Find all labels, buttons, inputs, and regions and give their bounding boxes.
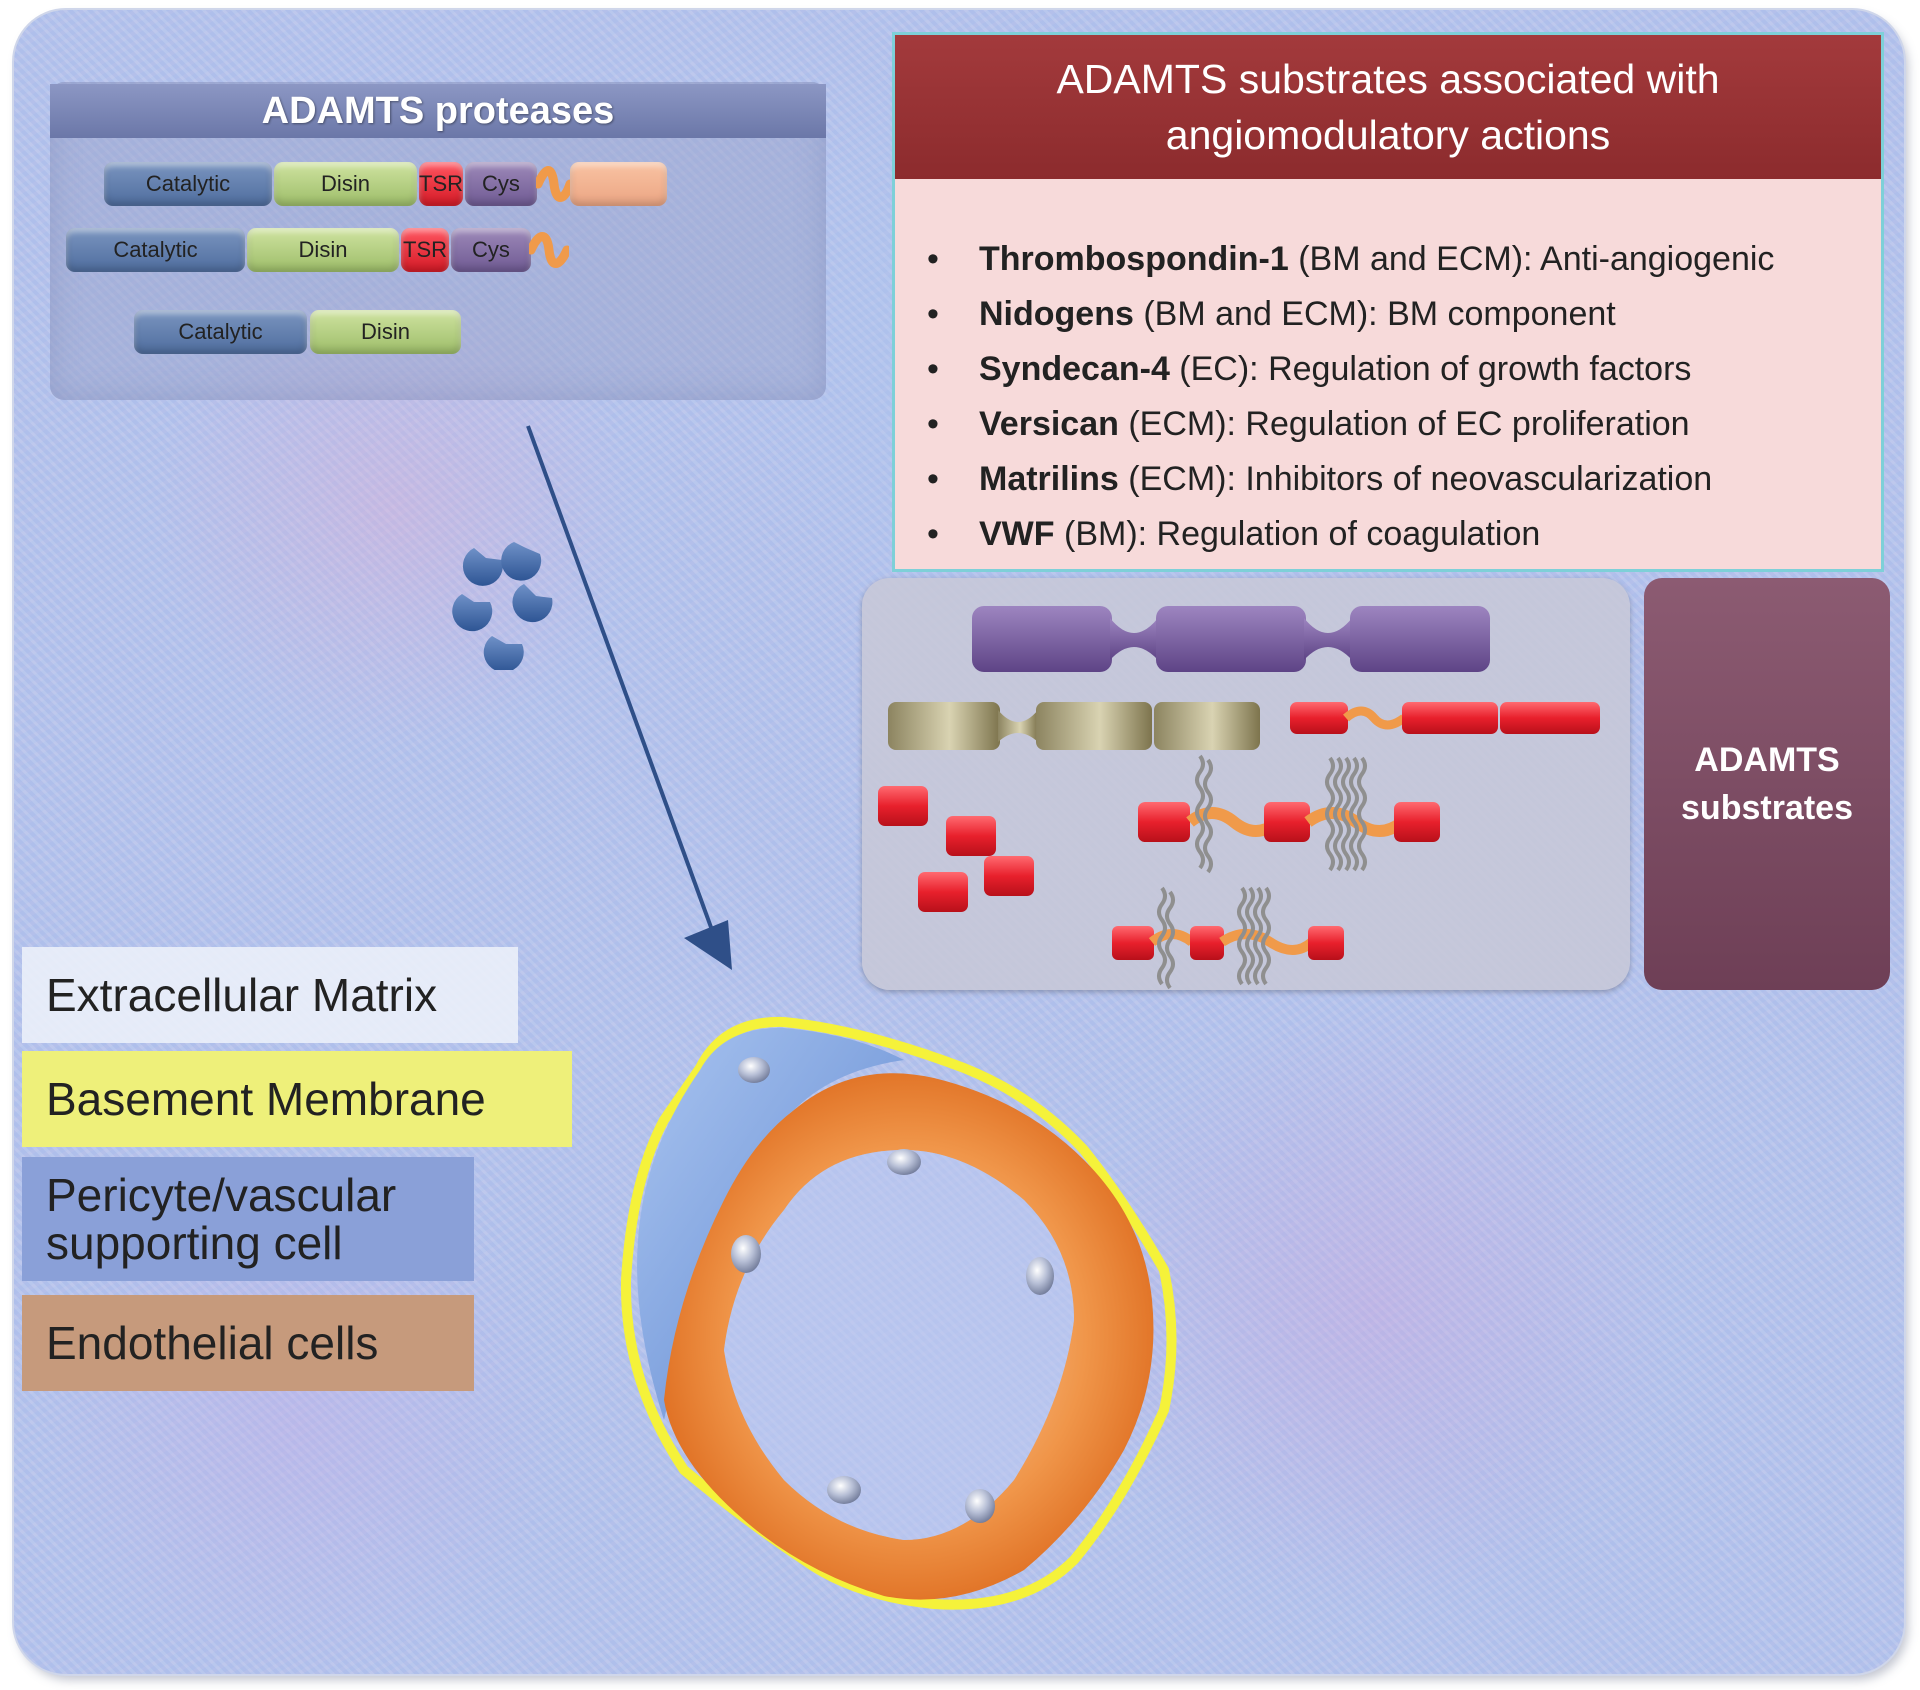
red-substrate-chain-icon: [1290, 702, 1600, 734]
ancillary-domain: [570, 162, 667, 206]
basement-membrane-shape: [620, 1016, 1177, 1610]
legend-extracellular-matrix: Extracellular Matrix: [22, 947, 518, 1043]
substrates-header-line-1: ADAMTS substrates associated with: [1056, 56, 1720, 102]
endothelial-ring-shape: [664, 1073, 1154, 1600]
adamts-substrates-label-line-1: ADAMTS: [1694, 741, 1840, 779]
red-fragments-icon: [878, 786, 1034, 912]
substrates-header-line-2: angiomodulatory actions: [1165, 112, 1611, 158]
proteases-title: ADAMTS proteases: [50, 84, 826, 138]
bullet-icon: •: [927, 460, 939, 498]
substrate-detail: (ECM): Inhibitors of neovascularization: [1118, 460, 1713, 498]
bullet-icon: •: [927, 295, 939, 333]
arrow-down-right-icon: [526, 425, 732, 970]
disintegrin-domain: Disin: [310, 310, 461, 354]
purple-substrate-icon: [972, 606, 1490, 672]
substrate-name: Matrilins: [979, 460, 1119, 498]
legend-basement-membrane: Basement Membrane: [22, 1051, 572, 1147]
proteoglycan-icon: [1138, 754, 1440, 874]
substrate-name: Thrombospondin-1: [979, 240, 1289, 278]
cys-domain: Cys: [465, 162, 537, 206]
substrate-item: • Nidogens (BM and ECM): BM component: [919, 287, 1879, 342]
nucleus-icon: [887, 1149, 921, 1175]
legend-endothelial-cells: Endothelial cells: [22, 1295, 474, 1391]
blood-vessel-cross-section: [620, 1016, 1177, 1610]
catalytic-domain: Catalytic: [66, 228, 245, 272]
nucleus-icon: [738, 1057, 770, 1083]
olive-substrate-icon: [888, 702, 1260, 750]
substrate-detail: (BM): Regulation of coagulation: [1054, 515, 1541, 553]
legend-label-line-1: Pericyte/vascular: [46, 1169, 397, 1221]
diagram-frame: ADAMTS proteases Catalytic Disin TSR Cys…: [14, 10, 1904, 1674]
substrate-item: • Versican (ECM): Regulation of EC prolif…: [919, 397, 1879, 452]
nucleus-icon: [731, 1235, 761, 1273]
proteoglycan-icon: [1112, 886, 1344, 990]
bullet-icon: •: [927, 515, 939, 553]
tsr-domain: TSR: [419, 162, 463, 206]
substrate-detail: (BM and ECM): Anti-angiogenic: [1288, 240, 1775, 278]
substrate-detail: (BM and ECM): BM component: [1133, 295, 1616, 333]
substrate-detail: (ECM): Regulation of EC proliferation: [1118, 405, 1690, 443]
legend-label: Endothelial cells: [46, 1317, 379, 1369]
substrate-name: VWF: [979, 515, 1055, 553]
cys-domain: Cys: [451, 228, 531, 272]
substrates-header: ADAMTS substrates associated with angiom…: [895, 35, 1881, 179]
substrate-item: • Matrilins (ECM): Inhibitors of neovascu…: [919, 452, 1879, 507]
substrate-name: Versican: [979, 405, 1119, 443]
bullet-icon: •: [927, 405, 939, 443]
substrate-name: Nidogens: [979, 295, 1134, 333]
substrate-item: • Syndecan-4 (EC): Regulation of growth f…: [919, 342, 1879, 397]
substrate-item: • Thrombospondin-1 (BM and ECM): Anti-ang…: [919, 232, 1879, 287]
substrate-molecules-illustration: [878, 606, 1600, 990]
adamts-substrates-label: ADAMTS substrates: [1644, 578, 1890, 990]
legend-label: Basement Membrane: [46, 1073, 486, 1125]
nucleus-icon: [827, 1476, 861, 1504]
substrate-item: • VWF (BM): Regulation of coagulation: [919, 507, 1879, 562]
spacer-linker-icon: [536, 166, 572, 202]
tsr-domain: TSR: [401, 228, 449, 272]
catalytic-domain: Catalytic: [134, 310, 307, 354]
nucleus-icon: [1026, 1257, 1054, 1295]
catalytic-domain: Catalytic: [104, 162, 272, 206]
substrate-detail: (EC): Regulation of growth factors: [1169, 350, 1692, 388]
nucleus-icon: [965, 1489, 995, 1523]
substrates-list: • Thrombospondin-1 (BM and ECM): Anti-ang…: [919, 232, 1879, 562]
spacer-linker-icon: [529, 232, 569, 268]
disintegrin-domain: Disin: [274, 162, 417, 206]
bullet-icon: •: [927, 240, 939, 278]
bullet-icon: •: [927, 350, 939, 388]
pericyte-shape: [637, 1027, 904, 1420]
adamts-substrates-label-line-2: substrates: [1681, 789, 1853, 827]
legend-label-line-2: supporting cell: [46, 1217, 343, 1269]
legend-label: Extracellular Matrix: [46, 969, 438, 1021]
legend-pericyte: Pericyte/vascular supporting cell: [22, 1157, 474, 1281]
substrate-name: Syndecan-4: [979, 350, 1170, 388]
protease-fragments-icon: [452, 542, 553, 670]
disintegrin-domain: Disin: [247, 228, 399, 272]
